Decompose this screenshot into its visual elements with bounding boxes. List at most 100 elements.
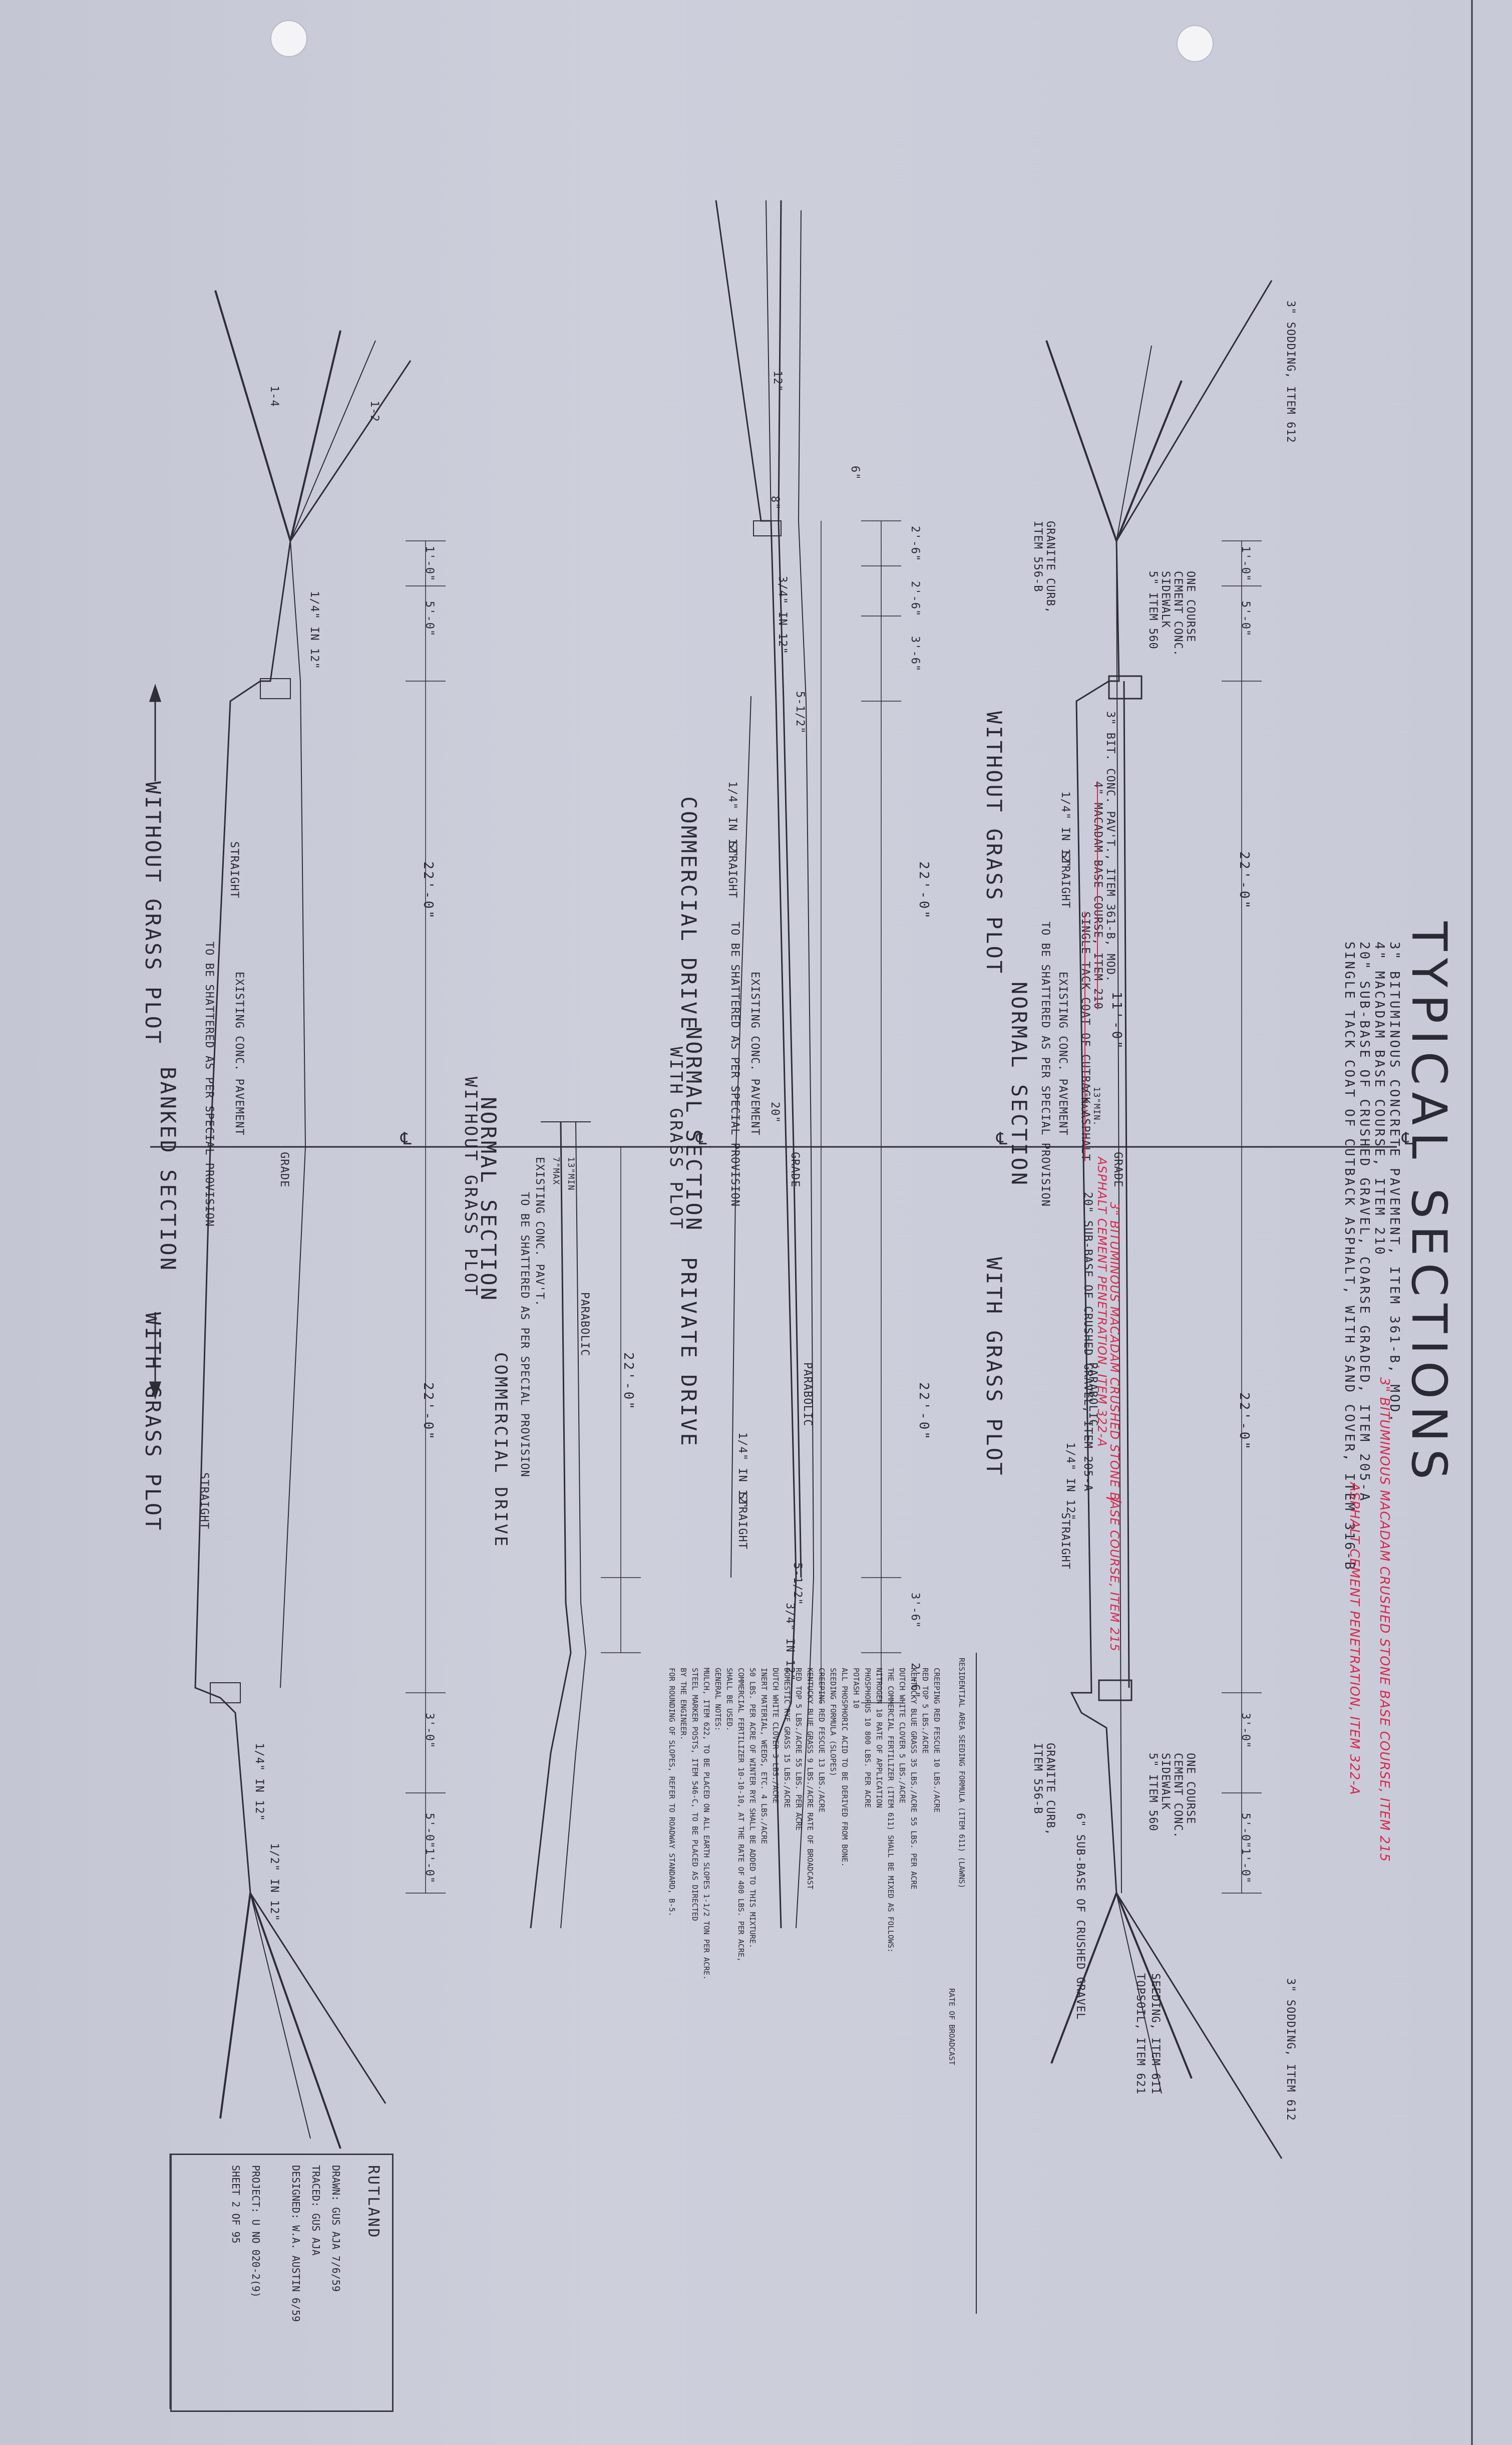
notes-line: STEEL MARKER POSTS, ITEM 546-C, TO BE PL… [690, 1668, 699, 1921]
inner-dim-22: 22'-0" [621, 1352, 636, 1411]
left-dim-22-bottom: 22'-0" [421, 1382, 436, 1441]
right-dim-22-bottom: 22'-0" [1237, 1392, 1252, 1451]
notes-line: SHALL BE USED. [725, 1668, 734, 1731]
notes-rate: RATE OF BROADCAST [947, 1988, 956, 2065]
left-slope-1-4: 1-4 [268, 386, 280, 407]
notes-line: CREEPING RED FESCUE 10 LBS./ACRE [932, 1668, 941, 1812]
right-shattered: TO BE SHATTERED AS PER SPECIAL PROVISION [1039, 922, 1051, 1207]
left-slope-14-b: 1/4" IN 12" [253, 1743, 265, 1821]
middle-with-grass-label: WITH GRASS PLOT [666, 1047, 686, 1231]
right-parabolic: PARABOLIC [1086, 1362, 1099, 1427]
right-straight-bottom: STRAIGHT [1059, 1512, 1071, 1570]
notes-line: 50 LBS. PER ACRE OF WINTER RYE SHALL BE … [748, 1668, 757, 1948]
notes-line: DUTCH WHITE CLOVER 5 LBS./ACRE [898, 1668, 907, 1803]
left-section [149, 290, 446, 2149]
inner-section [530, 1121, 641, 1929]
titleblock-town: RUTLAND [364, 2165, 382, 2239]
right-section-label: NORMAL SECTION [1007, 982, 1031, 1187]
titleblock-sheet: SHEET 2 OF 95 [230, 2165, 242, 2244]
right-dim-5-top: 5'-0" [1239, 601, 1252, 637]
left-straight-b: STRAIGHT [198, 1472, 210, 1530]
middle-commercial-drive: COMMERCIAL DRIVE [676, 796, 701, 1031]
right-sidewalk-b2: CEMENT CONC. [1172, 1753, 1184, 1839]
sheet-title: TYPICAL SECTIONS [1401, 922, 1457, 1487]
notes-line: BY THE ENGINEER. [679, 1668, 688, 1740]
right-without-grass-label: WITHOUT GRASS PLOT [982, 711, 1006, 976]
inner-parabolic: PARABOLIC [578, 1292, 591, 1357]
right-sidewalk-b3: SIDEWALK [1159, 1753, 1172, 1810]
middle-dim-22-bottom: 22'-0" [916, 1382, 931, 1441]
legend-red-annotation-2: ASPHALT CEMENT PENETRATION, ITEM 322-A [1347, 1482, 1362, 1795]
middle-dim-3-6-b: 3'-6" [909, 1593, 921, 1629]
notes-line: NITROGEN 10 RATE OF APPLICATION [875, 1668, 884, 1808]
middle-parabolic: PARABOLIC [801, 1362, 814, 1427]
titleblock-drawn: DRAWN: GUS AJA 7/6/59 [330, 2165, 342, 2292]
notes-line: ALL PHOSPHORIC ACID TO BE DERIVED FROM B… [840, 1668, 849, 1867]
centerline-symbol: ℄ [695, 1129, 707, 1149]
notes-line: RED TOP 5 LBS./ACRE 55 LBS. PER ACRE [794, 1668, 803, 1831]
left-slope-14: 1/4" IN 12" [308, 591, 320, 670]
notes-line: COMMERCIAL FERTILIZER 10-10-10, AT THE R… [736, 1668, 745, 1962]
middle-dim-5-12-b: 5-1/2" [791, 1563, 804, 1606]
title-block: RUTLAND DRAWN: GUS AJA 7/6/59 TRACED: GU… [170, 2154, 394, 2412]
legend-line-2: 4" MACADAM BASE COURSE, ITEM 210 [1372, 942, 1387, 1257]
titleblock-project: PROJECT: U NO 020-2(9) [250, 2165, 262, 2298]
left-grade: GRADE [278, 1152, 290, 1188]
right-sidewalk-2: CEMENT CONC. [1172, 571, 1184, 657]
right-subbase: 20" SUB-BASE OF CRUSHED GRAVEL, ITEM 205… [1081, 1192, 1094, 1492]
right-seeding: SEEDING, ITEM 611 [1149, 1973, 1162, 2095]
notes-line: KENTUCKY BLUE GRASS 35 LBS./ACRE 55 LBS.… [909, 1668, 918, 1890]
notes-line: PHOSPHORUS 10 800 LBS. PER ACRE [863, 1668, 872, 1808]
right-dim-5-bottom: 5'-0" [1239, 1813, 1252, 1849]
right-existing: EXISTING CONC. PAVEMENT [1056, 972, 1069, 1136]
right-sidewalk-1: ONE COURSE [1184, 571, 1197, 643]
middle-straight-b: STRAIGHT [736, 1492, 748, 1550]
right-dim-1-top: 1'-0" [1239, 546, 1252, 582]
notes-line: GENERAL NOTES: [713, 1668, 722, 1731]
centerline-symbol: ℄ [996, 1129, 1007, 1149]
notes-line: DUTCH WHITE CLOVER 3 LBS./ACRE [771, 1668, 780, 1803]
middle-dim-5-12: 5-1/2" [794, 691, 806, 734]
right-dim-1-bottom: 1'-0" [1239, 1848, 1252, 1884]
right-sodding-top: 3" SODDING, ITEM 612 [1284, 300, 1297, 443]
right-section [1045, 280, 1283, 2159]
middle-straight: STRAIGHT [726, 841, 738, 898]
legend-line-1: 3" BITUMINOUS CONCRETE PAVEMENT, ITEM 36… [1387, 942, 1402, 1424]
right-max7: 7"MAX. [1079, 1087, 1089, 1121]
left-section-label: BANKED SECTION [156, 1067, 180, 1273]
right-curb-2: ITEM 556-B [1031, 521, 1044, 592]
middle-private-drive: PRIVATE DRIVE [676, 1257, 701, 1448]
middle-grade: GRADE [789, 1152, 801, 1188]
right-with-grass-label: WITH GRASS PLOT [982, 1257, 1006, 1477]
left-shattered: TO BE SHATTERED AS PER SPECIAL PROVISION [203, 942, 215, 1227]
middle-section [715, 200, 901, 1929]
middle-dim-6: 6" [849, 466, 861, 480]
middle-dim-8: 8" [769, 496, 781, 510]
right-dim-11: 11'-0" [1109, 992, 1124, 1051]
right-bit-conc: 3" BIT. CONC. PAV'T., ITEM 361-B, MOD. [1104, 711, 1116, 983]
right-curb-1: GRANITE CURB, [1044, 521, 1056, 614]
left-with-grass-label: WITH GRASS PLOT [141, 1312, 165, 1533]
inner-shattered: TO BE SHATTERED AS PER SPECIAL PROVISION [518, 1192, 531, 1477]
right-sidewalk-b1: ONE COURSE [1184, 1753, 1197, 1824]
right-dim-3: 3'-0" [1239, 1713, 1252, 1749]
middle-dim-20: 20" [769, 1102, 781, 1123]
inner-without-grass-label: WITHOUT GRASS PLOT [461, 1077, 481, 1298]
right-dim-22-top: 22'-0" [1237, 851, 1252, 910]
right-subbase-6: 6" SUB-BASE OF CRUSHED GRAVEL [1074, 1813, 1086, 2020]
left-without-grass-label: WITHOUT GRASS PLOT [141, 781, 165, 1046]
left-existing: EXISTING CONC. PAVEMENT [233, 972, 245, 1136]
notes-line: INERT MATERIAL, WEEDS, ETC. 4 LBS./ACRE [760, 1668, 769, 1845]
left-dim-3: 3'-0" [423, 1713, 436, 1749]
right-topsoil: TOPSOIL, ITEM 621 [1134, 1973, 1147, 2095]
left-slope-1-2: 1-2 [368, 401, 381, 422]
notes-line: RED TOP 5 LBS./ACRE [921, 1668, 930, 1754]
middle-dim-2-6-b: 2'-6" [909, 581, 921, 617]
right-sidewalk-3: SIDEWALK [1159, 571, 1172, 628]
left-straight: STRAIGHT [228, 841, 240, 898]
left-dim-5-bottom: 5'-0" [423, 1813, 436, 1849]
middle-dim-12: 12" [771, 371, 784, 392]
right-sidewalk-4: 5" ITEM 560 [1147, 571, 1159, 650]
middle-dim-2-6-a: 2'-6" [909, 526, 921, 562]
